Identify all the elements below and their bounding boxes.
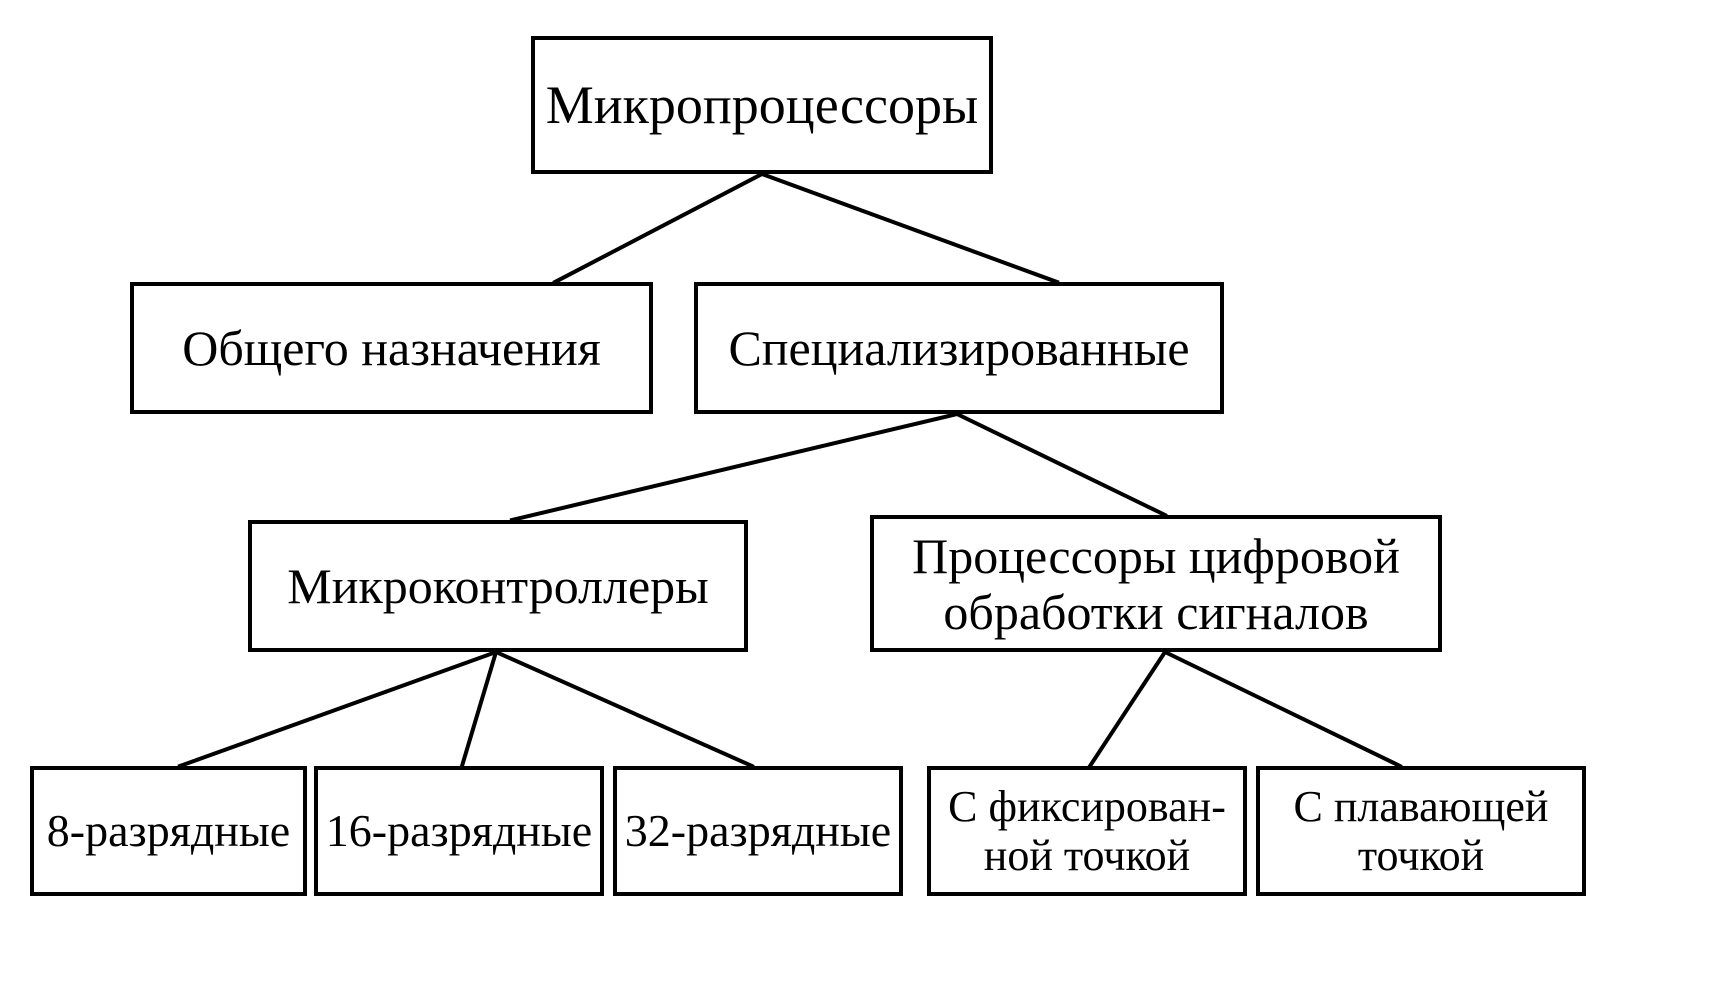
node-specialized[interactable]: Специализированные	[694, 282, 1224, 414]
node-microcontrollers-label: Микроконтроллеры	[287, 558, 709, 614]
node-root-label: Микропроцессоры	[545, 74, 979, 135]
node-fixed-point-label: С фиксирован- ной точкой	[948, 781, 1226, 880]
edge-mcu-bit8	[177, 649, 499, 769]
node-specialized-label: Специализированные	[728, 320, 1190, 376]
node-microcontrollers[interactable]: Микроконтроллеры	[248, 520, 748, 652]
node-8-bit[interactable]: 8-разрядные	[30, 766, 307, 896]
edge-special-mcu	[509, 411, 960, 523]
node-16-bit-label: 16-разрядные	[325, 805, 593, 857]
edge-mcu-bit32	[493, 649, 755, 769]
edge-special-dsp	[954, 411, 1168, 518]
edge-root-general	[552, 171, 765, 285]
edge-dsp-fixed	[1087, 649, 1168, 769]
node-general-purpose[interactable]: Общего назначения	[130, 282, 653, 414]
edge-dsp-float	[1162, 649, 1403, 769]
node-general-purpose-label: Общего назначения	[182, 320, 601, 376]
node-dsp[interactable]: Процессоры цифровой обработки сигналов	[870, 515, 1442, 652]
node-32-bit-label: 32-разрядные	[624, 805, 892, 857]
node-dsp-label: Процессоры цифровой обработки сигналов	[912, 527, 1400, 640]
node-fixed-point[interactable]: С фиксирован- ной точкой	[927, 766, 1247, 896]
node-floating-point-label: С плавающей точкой	[1293, 781, 1549, 880]
node-32-bit[interactable]: 32-разрядные	[613, 766, 903, 896]
node-root[interactable]: Микропроцессоры	[531, 36, 993, 174]
node-8-bit-label: 8-разрядные	[46, 805, 291, 857]
node-floating-point[interactable]: С плавающей точкой	[1256, 766, 1586, 896]
node-16-bit[interactable]: 16-разрядные	[314, 766, 604, 896]
edge-mcu-bit16	[459, 649, 499, 769]
edge-root-special	[759, 171, 1060, 285]
